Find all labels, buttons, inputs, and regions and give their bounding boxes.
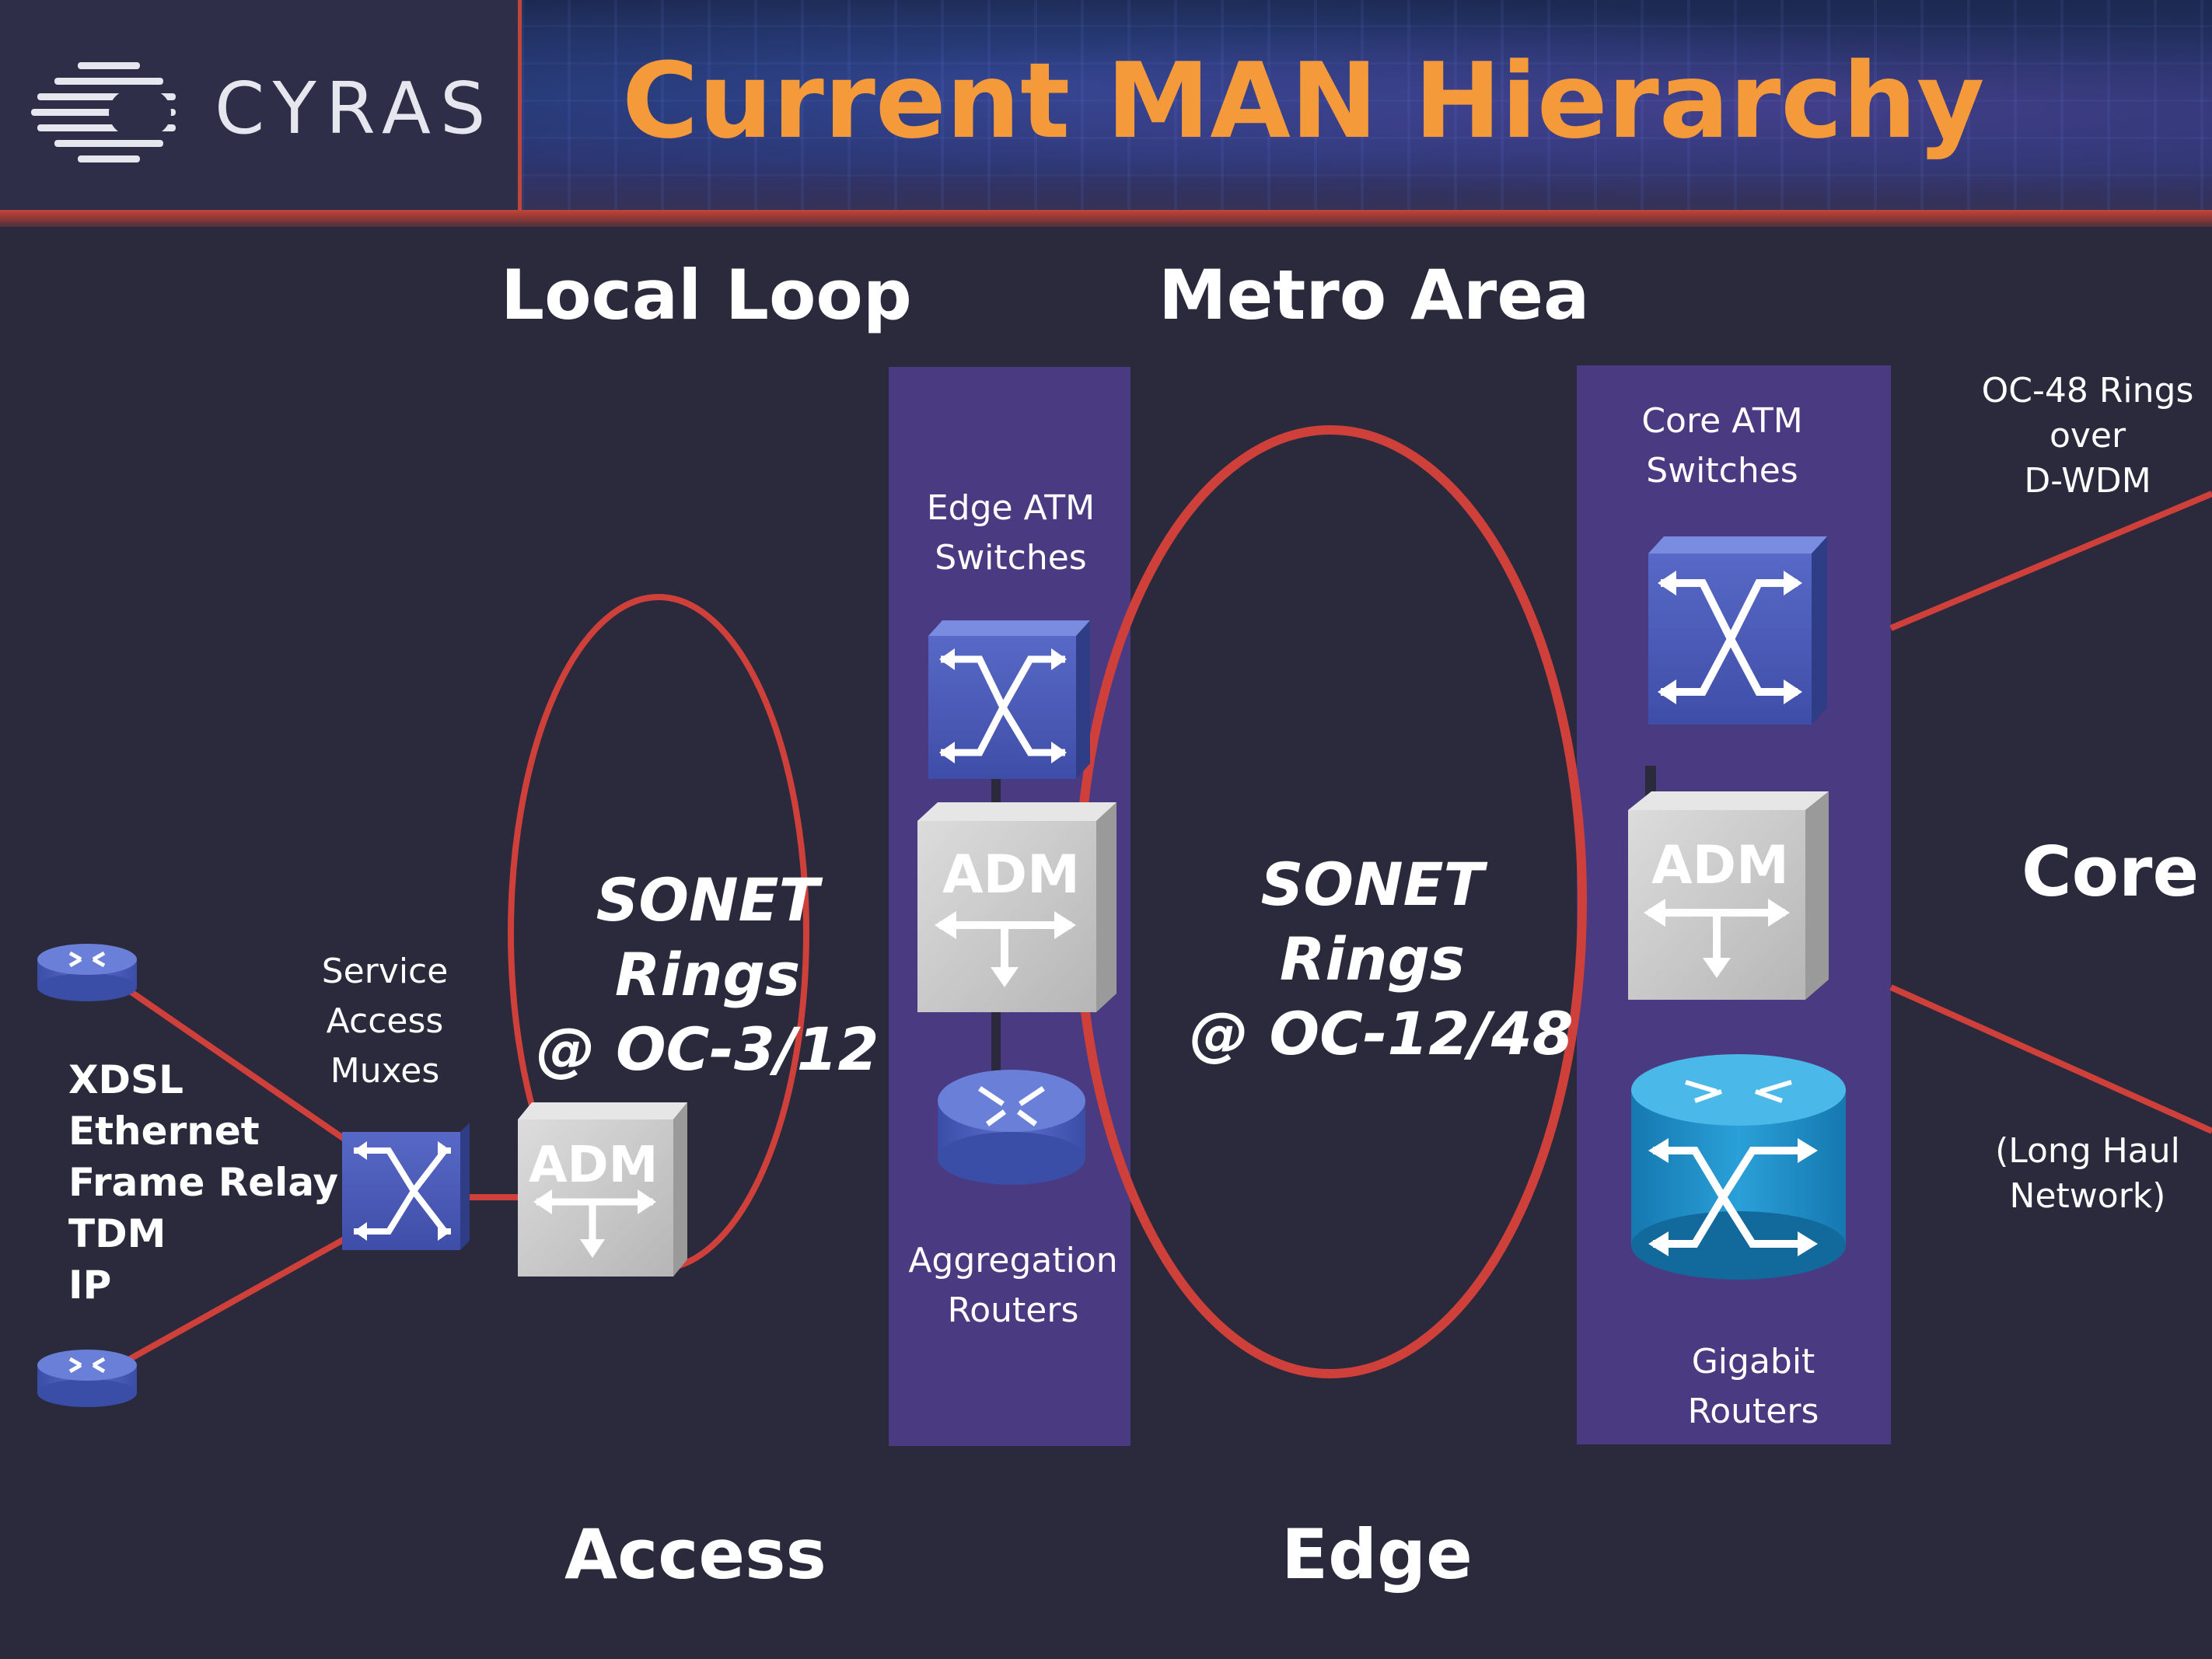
edge-atm-switches-label: Edge ATM Switches <box>926 488 1096 578</box>
access-technologies-list: XDSL Ethernet Frame Relay TDM IP <box>68 1054 338 1311</box>
section-core: Core <box>2022 832 2200 912</box>
aggregation-router-icon <box>938 1070 1085 1185</box>
edge-connector <box>991 777 1001 809</box>
header-underline <box>0 210 2212 227</box>
switch-icon <box>342 1123 470 1250</box>
metro-ring-label: SONET Rings @ OC-12/48 <box>1190 850 1574 1068</box>
core-adm-icon <box>1628 791 1829 1000</box>
edge-adm-label: ADM <box>942 844 1080 906</box>
core-connector <box>1645 766 1656 797</box>
aggregation-routers-label: Aggregation Routers <box>908 1241 1118 1330</box>
list-item: Ethernet <box>68 1109 260 1154</box>
section-edge: Edge <box>1281 1514 1473 1594</box>
service-access-muxes-label: Service Access Muxes <box>321 952 449 1091</box>
section-access: Access <box>564 1514 826 1594</box>
cyras-logo-icon <box>31 62 176 162</box>
oc48-rings-label: OC-48 Rings over D-WDM <box>1981 371 2194 501</box>
edge-adm-icon <box>917 802 1116 1012</box>
access-links <box>122 491 2212 1365</box>
logo-box <box>0 0 518 214</box>
core-atm-switch-icon <box>1648 536 1827 725</box>
header-banner: CYRAS Current MAN Hierarchy <box>0 0 2212 227</box>
list-item: TDM <box>68 1211 166 1256</box>
section-metro-area: Metro Area <box>1158 255 1590 335</box>
logo-text: CYRAS <box>215 67 495 150</box>
edge-connector-lower <box>991 1011 1001 1073</box>
edge-atm-switch-icon <box>928 620 1090 779</box>
router-icon <box>37 1350 137 1407</box>
page-title: Current MAN Hierarchy <box>622 40 1985 162</box>
core-adm-label: ADM <box>1651 835 1789 896</box>
router-icon <box>37 944 137 1001</box>
list-item: XDSL <box>68 1057 183 1102</box>
access-adm-label: ADM <box>529 1137 659 1194</box>
list-item: Frame Relay <box>68 1160 339 1205</box>
list-item: IP <box>68 1263 112 1308</box>
gigabit-router-icon <box>1631 1054 1846 1280</box>
gigabit-routers-label: Gigabit Routers <box>1687 1342 1819 1431</box>
long-haul-label: (Long Haul Network) <box>1995 1131 2180 1216</box>
access-ring-label: SONET Rings @ OC-3/12 <box>536 865 879 1084</box>
core-atm-switches-label: Core ATM Switches <box>1641 401 1803 491</box>
section-local-loop: Local Loop <box>501 255 912 335</box>
header-divider <box>518 0 522 214</box>
header-texture <box>521 0 2212 214</box>
adm-icon <box>518 1102 687 1277</box>
